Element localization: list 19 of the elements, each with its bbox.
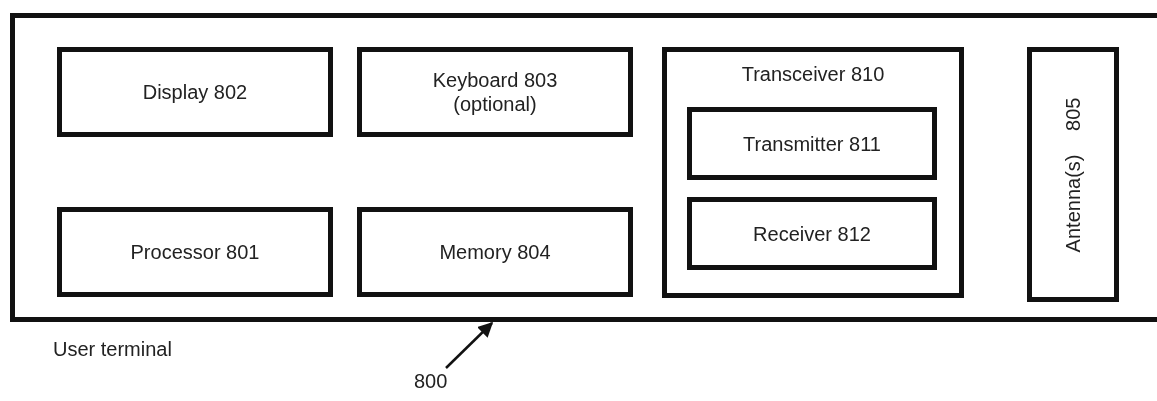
component-label: Transmitter 811 — [742, 131, 882, 156]
component-label: Receiver 812 — [752, 221, 872, 246]
antenna-box — [1027, 47, 1119, 302]
leader-line — [445, 321, 494, 369]
component-box — [687, 107, 937, 180]
component-box — [57, 47, 333, 137]
component-label: Keyboard 803 (optional) — [431, 68, 559, 116]
component-box — [357, 207, 633, 297]
group-box — [662, 47, 964, 298]
component-box — [357, 47, 633, 137]
group-label: Transceiver 810 — [740, 62, 886, 86]
component-box — [57, 207, 333, 297]
reference-number: 800 — [414, 368, 454, 394]
component-label: Antenna(s) 805 — [1061, 97, 1085, 252]
component-label: Processor 801 — [129, 240, 261, 264]
device-label: User terminal — [53, 337, 172, 361]
component-label: Display 802 — [141, 80, 249, 104]
component-box — [687, 197, 937, 270]
component-label: Memory 804 — [438, 240, 552, 264]
